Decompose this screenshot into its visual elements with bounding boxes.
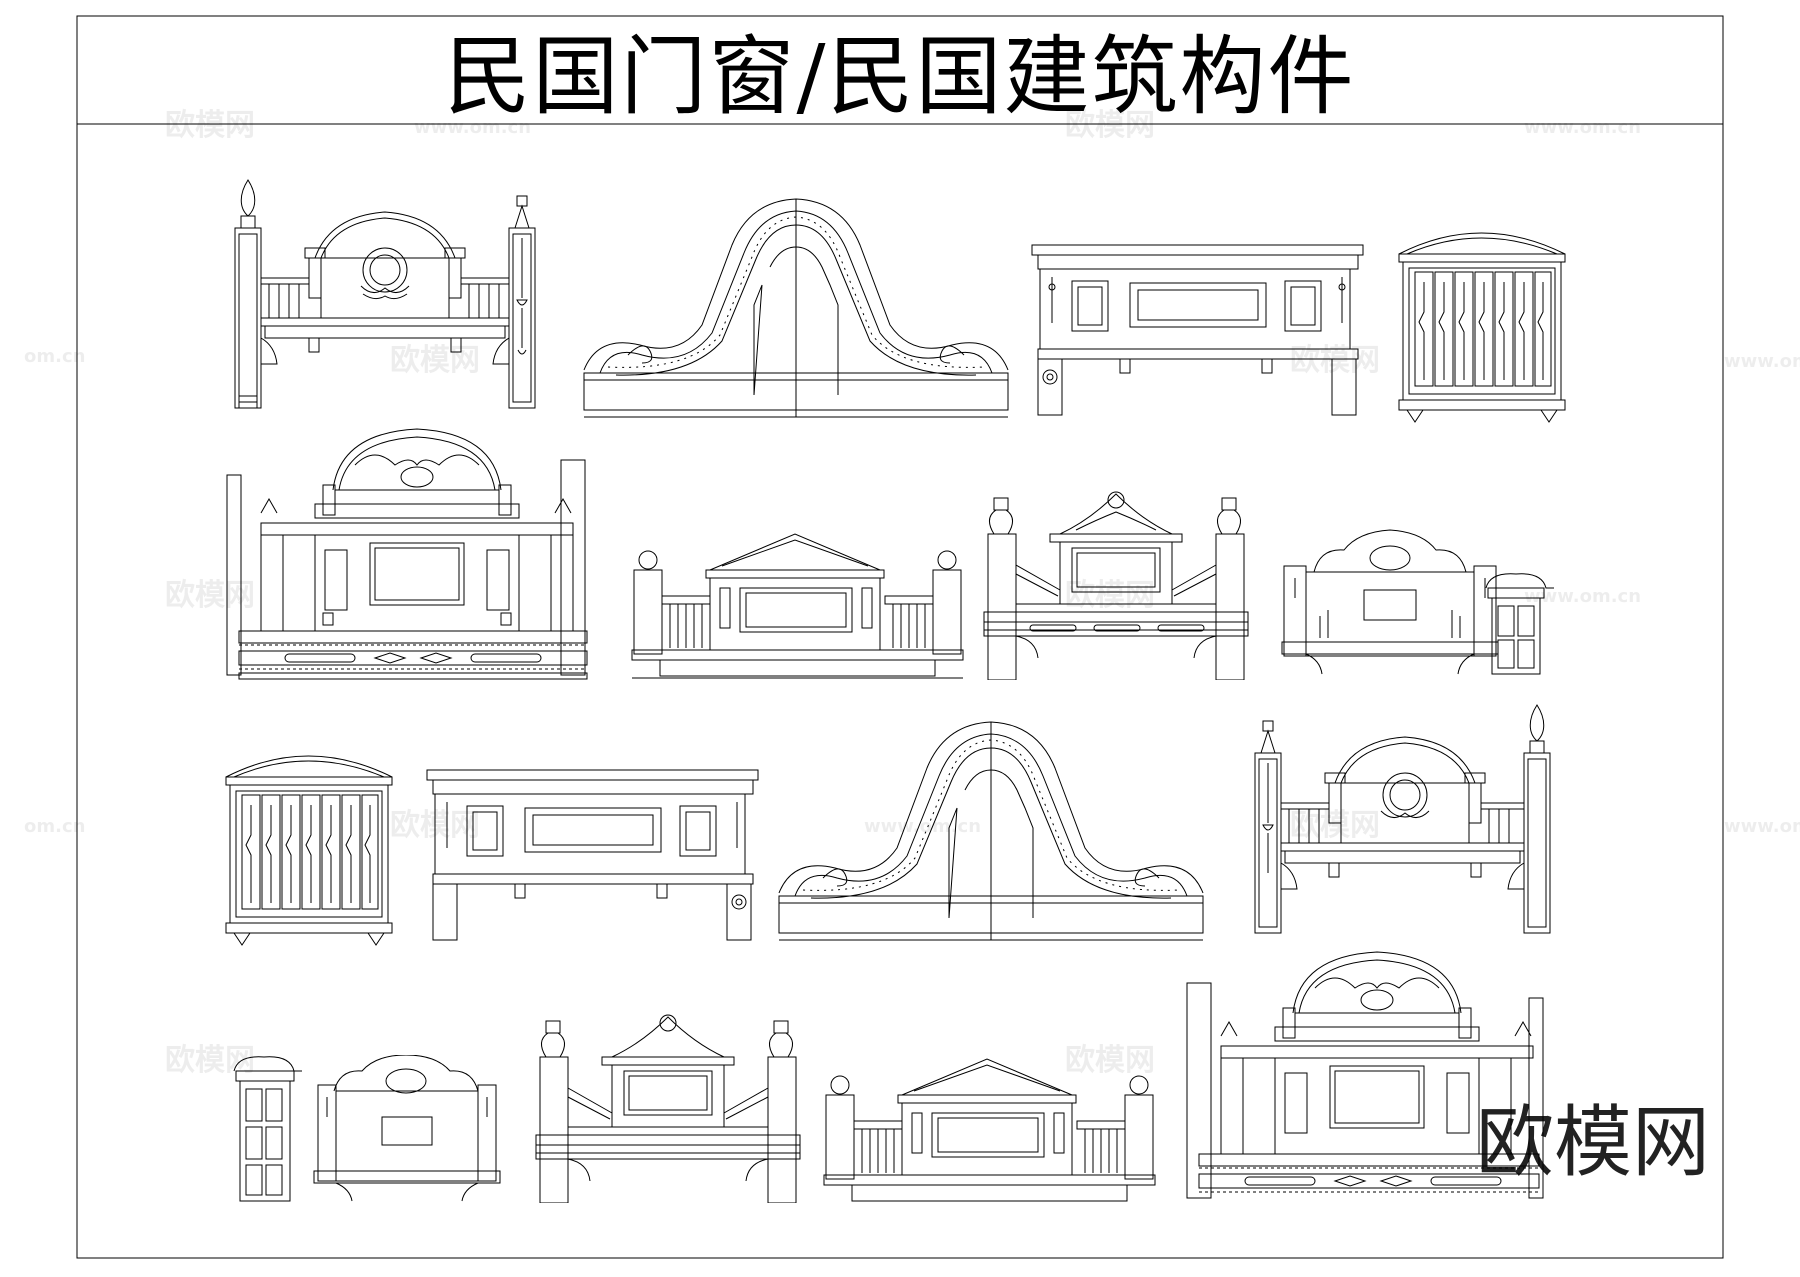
watermark: 欧模网 — [165, 1043, 255, 1078]
watermark: 欧模网 — [165, 578, 255, 613]
watermark: 欧模网 — [1065, 578, 1155, 613]
drawing-component-lattice-window — [222, 745, 397, 950]
drawing-component-urn-post-gate — [532, 1013, 804, 1203]
watermark-url: om.cn — [24, 816, 86, 837]
drawing-component-carved-arch-gate — [1185, 948, 1565, 1203]
brand-logo: 欧模网 — [1476, 1098, 1711, 1188]
drawing-component-panel-bench — [1030, 243, 1365, 418]
drawing-component-lattice-window — [1395, 222, 1570, 427]
drawing-component-cartouche-gate-and-door — [1280, 528, 1570, 678]
drawing-component-pediment-wall — [822, 1055, 1157, 1205]
watermark: 欧模网 — [165, 108, 255, 143]
watermark-url: www.om.cn — [1724, 351, 1800, 372]
watermark: 欧模网 — [1065, 1043, 1155, 1078]
watermark-url: www.om.cn — [1724, 816, 1800, 837]
watermark-url: www.om.cn — [1524, 117, 1642, 138]
watermark: 欧模网 — [1065, 108, 1155, 143]
watermark-url: om.cn — [24, 346, 86, 367]
drawing-component-door-and-cartouche-gate — [230, 1055, 520, 1205]
drawing-component-arched-pediment — [580, 195, 1012, 420]
watermark-url: www.om.cn — [1524, 586, 1642, 607]
watermark: 欧模网 — [1290, 808, 1380, 843]
watermark: 欧模网 — [390, 343, 480, 378]
drawing-component-arched-pediment — [775, 718, 1207, 943]
drawing-component-carved-arch-gate — [225, 425, 605, 680]
drawing-component-gate-medallion — [225, 178, 540, 418]
drawing-component-panel-bench — [425, 768, 760, 943]
drawing-component-pediment-wall — [630, 530, 965, 680]
watermark-url: www.om.cn — [414, 117, 532, 138]
drawing-component-gate-medallion — [1245, 703, 1560, 943]
page-title: 民国门窗/民国建筑构件 — [444, 26, 1356, 127]
drawing-component-urn-post-gate — [980, 490, 1252, 680]
